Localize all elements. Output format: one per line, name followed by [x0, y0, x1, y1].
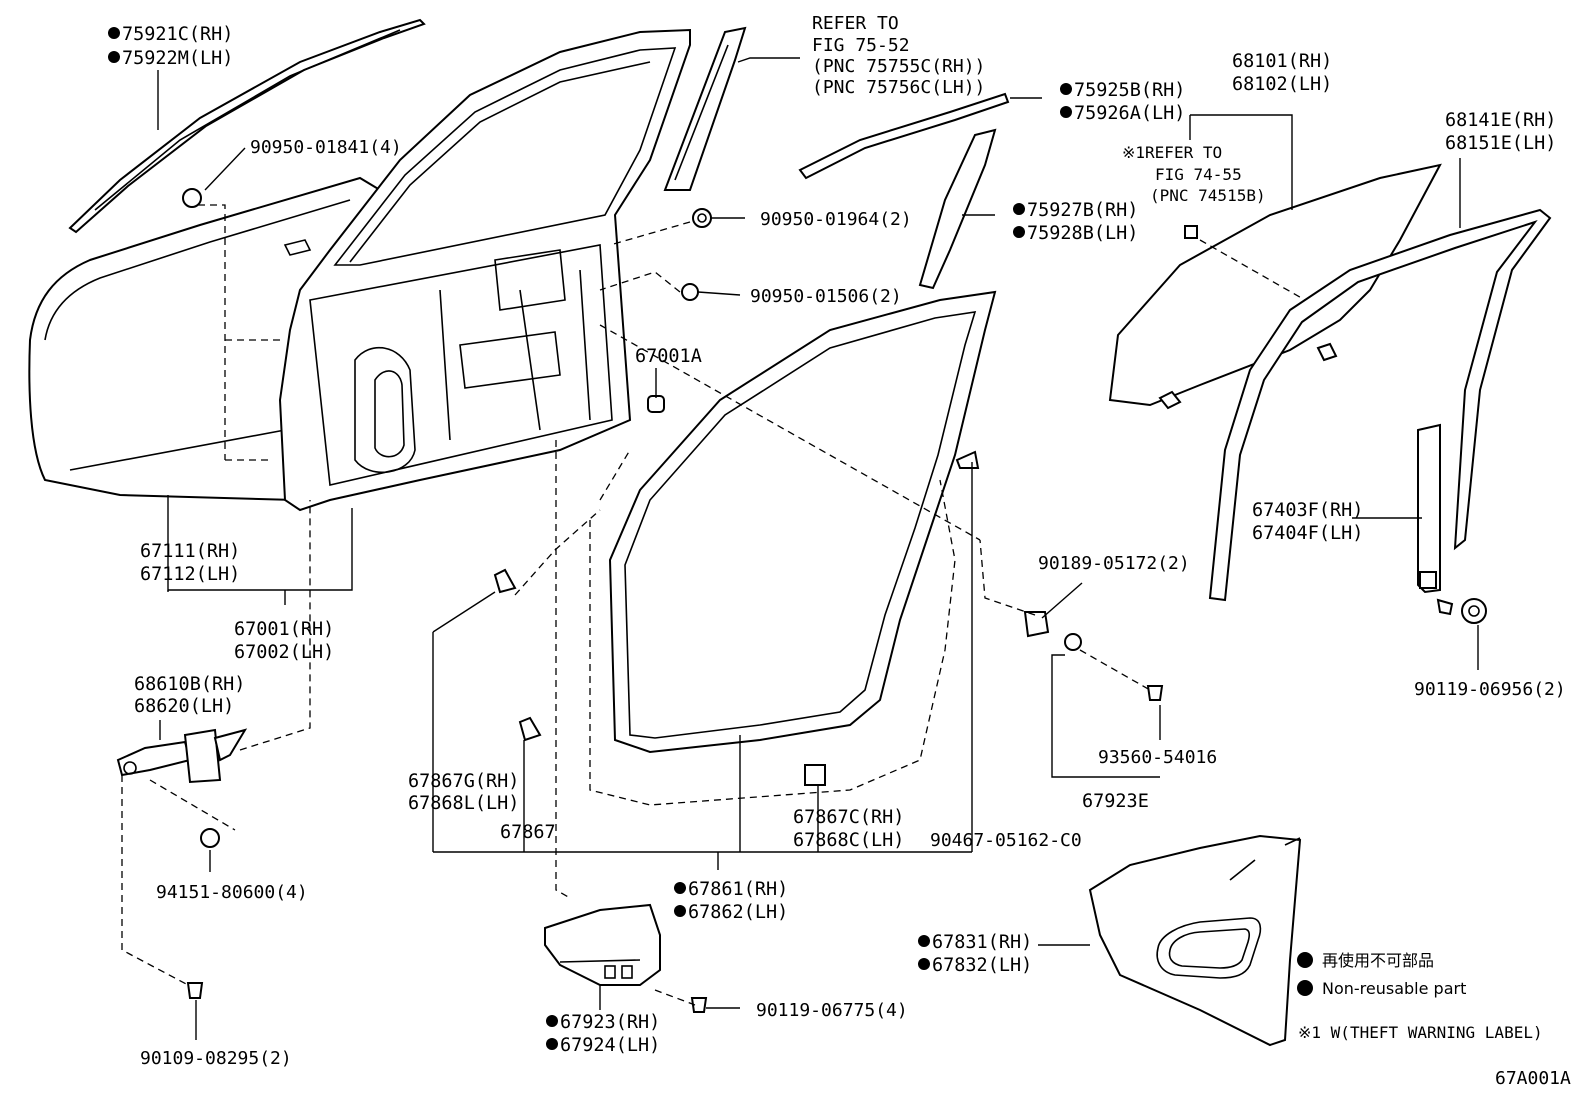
label-90950-01506: 90950-01506(2) — [750, 286, 902, 307]
clip-67001A — [647, 395, 665, 413]
label-67923E: 67923E — [1082, 791, 1149, 812]
refer-7455-line1: ※1REFER TO — [1122, 143, 1222, 162]
pillar-strip — [918, 128, 997, 290]
label-67832: 67832(LH) — [932, 955, 1032, 976]
refer-7552-line4: (PNC 75756C(LH)) — [812, 77, 985, 98]
label-68151: 68151E(LH) — [1445, 133, 1556, 154]
refer-7552-line3: (PNC 75755C(RH)) — [812, 56, 985, 77]
lower-trim-piece — [544, 903, 661, 986]
label-67404: 67404F(LH) — [1252, 523, 1363, 544]
part-labels: 75921C(RH) 75922M(LH) 90950-01841(4) REF… — [108, 13, 1566, 1069]
label-67867C: 67867C(RH) — [793, 807, 904, 828]
label-67111: 67111(RH) — [140, 541, 240, 562]
label-67868C: 67868C(LH) — [793, 830, 904, 851]
label-93560: 93560-54016 — [1098, 747, 1217, 768]
refer-7455-line2: FIG 74-55 — [1155, 165, 1242, 184]
legend-en: Non-reusable part — [1322, 979, 1466, 998]
label-75926: 75926A(LH) — [1074, 103, 1185, 124]
label-90119-06956: 90119-06956(2) — [1414, 679, 1566, 700]
label-75922: 75922M(LH) — [122, 48, 233, 69]
label-67924: 67924(LH) — [560, 1035, 660, 1056]
label-75928: 75928B(LH) — [1027, 223, 1138, 244]
label-67403: 67403F(RH) — [1252, 500, 1363, 521]
fasteners — [182, 188, 1487, 1013]
legend-jp: 再使用不可部品 — [1322, 951, 1434, 970]
label-68620: 68620(LH) — [134, 696, 234, 717]
label-67867: 67867 — [500, 822, 556, 843]
label-94151: 94151-80600(4) — [156, 882, 308, 903]
label-90189: 90189-05172(2) — [1038, 553, 1190, 574]
label-67001A: 67001A — [635, 346, 702, 367]
label-68141: 68141E(RH) — [1445, 110, 1556, 131]
glass-run-channel — [1208, 208, 1552, 602]
refer-7552-line1: REFER TO — [812, 13, 899, 34]
refer-7455-line3: (PNC 74515B) — [1150, 186, 1266, 205]
label-67861: 67861(RH) — [688, 879, 788, 900]
label-67001: 67001(RH) — [234, 619, 334, 640]
division-bar — [1417, 423, 1441, 594]
label-90950-01964: 90950-01964(2) — [760, 209, 912, 230]
label-67002: 67002(LH) — [234, 642, 334, 663]
label-75925: 75925B(RH) — [1074, 80, 1185, 101]
leader-lines — [121, 57, 1479, 1040]
label-68102: 68102(LH) — [1232, 74, 1332, 95]
belt-moulding-strip — [68, 18, 426, 234]
label-67868L: 67868L(LH) — [408, 793, 519, 814]
label-68101: 68101(RH) — [1232, 51, 1332, 72]
door-glass — [1108, 163, 1442, 410]
legend-note: ※1 W(THEFT WARNING LABEL) — [1298, 1023, 1543, 1042]
door-inner-frame — [278, 28, 691, 512]
label-67831: 67831(RH) — [932, 932, 1032, 953]
label-75927: 75927B(RH) — [1027, 200, 1138, 221]
label-67112: 67112(LH) — [140, 564, 240, 585]
label-90109: 90109-08295(2) — [140, 1048, 292, 1069]
door-trim-board — [1088, 834, 1302, 1047]
label-67867G: 67867G(RH) — [408, 771, 519, 792]
label-90119-06775: 90119-06775(4) — [756, 1000, 908, 1021]
label-90467: 90467-05162-C0 — [930, 830, 1082, 851]
label-68610: 68610B(RH) — [134, 674, 245, 695]
upper-run-strip — [798, 92, 1010, 180]
label-67862: 67862(LH) — [688, 902, 788, 923]
frame-garnish — [663, 26, 747, 191]
figure-code: 67A001A — [1495, 1068, 1571, 1089]
label-90950-01841: 90950-01841(4) — [250, 137, 402, 158]
door-weatherstrip — [589, 290, 997, 806]
door-check — [116, 728, 248, 784]
label-75921: 75921C(RH) — [122, 24, 233, 45]
label-67923: 67923(RH) — [560, 1012, 660, 1033]
legend: 再使用不可部品 Non-reusable part ※1 W(THEFT WAR… — [1297, 951, 1543, 1042]
refer-7552-line2: FIG 75-52 — [812, 35, 910, 56]
